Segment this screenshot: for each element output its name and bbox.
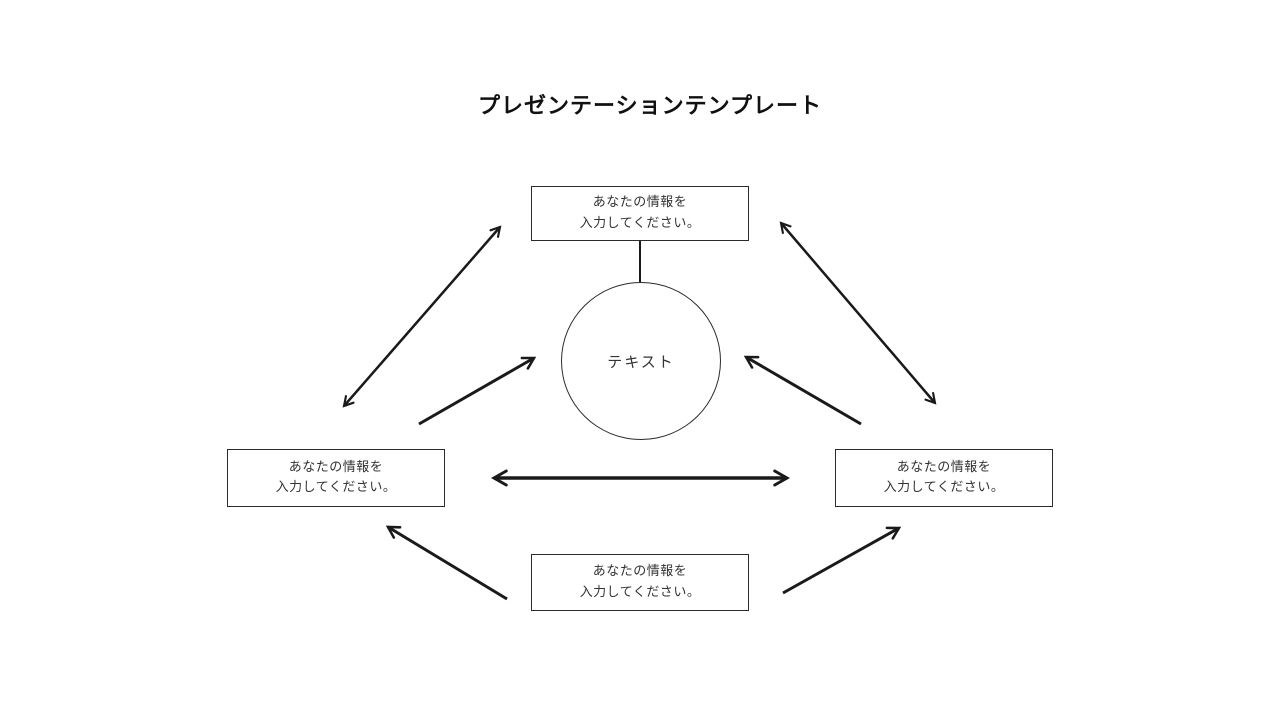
info-box-bottom[interactable]: あなたの情報を 入力してください。 — [531, 554, 749, 611]
arrow-left-box-top-box-bidirectional — [342, 225, 502, 408]
info-box-top[interactable]: あなたの情報を 入力してください。 — [531, 186, 749, 241]
center-circle[interactable]: テキスト — [561, 282, 721, 440]
arrow-left-to-circle — [418, 356, 537, 426]
info-box-top-line2: 入力してください。 — [579, 215, 701, 231]
info-box-right-line2: 入力してください。 — [883, 480, 1005, 495]
arrow-right-to-circle — [743, 355, 862, 426]
info-box-left[interactable]: あなたの情報を 入力してください。 — [227, 449, 445, 507]
info-box-right-line1: あなたの情報を — [896, 459, 992, 475]
arrow-bottom-box-to-left-box — [385, 525, 508, 601]
info-box-top-line1: あなたの情報を — [592, 195, 688, 211]
info-box-bottom-line1: あなたの情報を — [592, 564, 688, 580]
slide-title: プレゼンテーションテンプレート — [478, 94, 822, 119]
arrow-top-box-right-box-bidirectional — [779, 221, 937, 405]
arrow-bottom-box-to-right-box — [782, 526, 902, 595]
center-circle-label: テキスト — [607, 352, 675, 371]
info-box-left-line2: 入力してください。 — [275, 480, 397, 495]
info-box-left-line1: あなたの情報を — [288, 459, 384, 475]
info-box-bottom-line2: 入力してください。 — [579, 584, 701, 600]
info-box-right[interactable]: あなたの情報を 入力してください。 — [835, 449, 1053, 507]
